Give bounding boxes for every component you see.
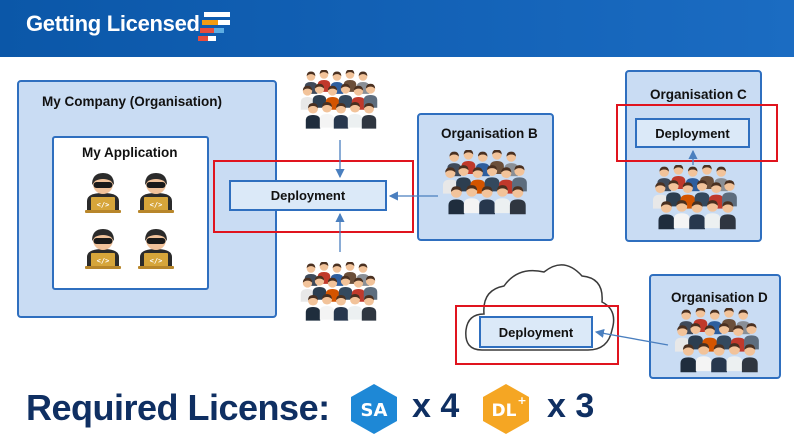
deployment-c-highlight <box>616 104 778 162</box>
sa-badge-text: SA <box>361 400 388 421</box>
organisation-c-box: Organisation C <box>625 70 762 242</box>
my-company-label: My Company (Organisation) <box>42 94 223 109</box>
deployment-main-box: Deployment <box>229 180 387 211</box>
organisation-c-label: Organisation C <box>650 87 747 102</box>
dl-badge-plus: + <box>517 394 526 407</box>
organisation-d-label: Organisation D <box>671 290 768 305</box>
deployment-d-highlight <box>455 305 619 365</box>
dl-count: x 3 <box>547 387 595 425</box>
organisation-b-label: Organisation B <box>441 126 538 141</box>
deployment-c-box: Deployment <box>635 118 750 148</box>
page-title: Getting Licensed <box>26 11 200 36</box>
required-license-label: Required License: <box>26 387 330 428</box>
header-bar: Getting Licensed <box>0 0 794 57</box>
organisation-b-box: Organisation B <box>417 113 554 241</box>
deployment-d-box: Deployment <box>479 316 593 348</box>
dl-license-badge: DL + <box>483 384 529 434</box>
sa-license-badge: SA <box>351 384 397 434</box>
sa-count: x 4 <box>412 387 460 425</box>
my-application-box: My Application <box>52 136 209 290</box>
logo-icon <box>198 12 230 41</box>
dl-badge-text: DL <box>492 401 517 421</box>
my-application-label: My Application <box>82 145 178 160</box>
